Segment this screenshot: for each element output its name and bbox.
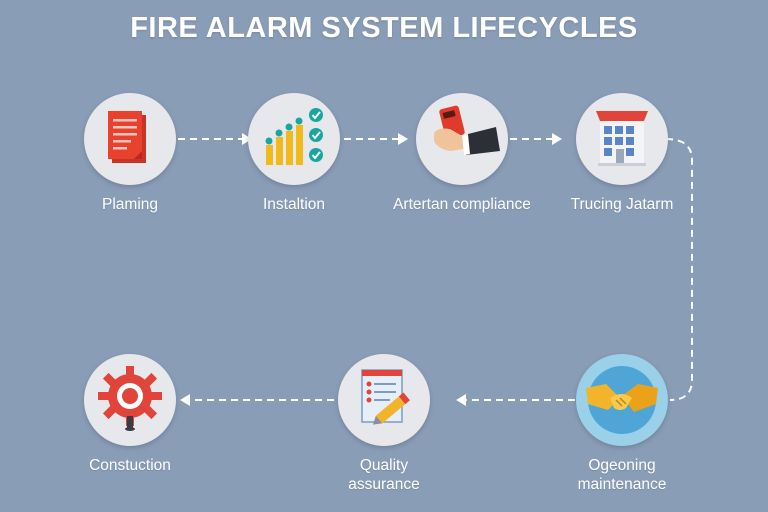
building-icon — [596, 111, 648, 166]
document-icon — [108, 111, 146, 163]
step-planning: Plaming — [40, 93, 220, 214]
step-installation-circle — [248, 93, 340, 185]
step-compliance: Artertan compliance — [372, 93, 552, 214]
arrow-head-5 — [180, 394, 190, 406]
step-compliance-circle — [416, 93, 508, 185]
step-installation: Instaltion — [204, 93, 384, 214]
step-installation-label: Instaltion — [262, 196, 326, 213]
gear-alarm-icon — [98, 366, 162, 431]
step-planning-circle — [84, 93, 176, 185]
step-construction-label: Constuction — [89, 457, 171, 474]
diagram-title: FIRE ALARM SYSTEM LIFECYCLES — [130, 12, 638, 44]
step-quality-assurance-label: Quality assurance — [348, 457, 420, 493]
step-building-circle — [576, 93, 668, 185]
step-building: Trucing Jatarm — [532, 93, 712, 214]
step-quality-assurance: Quality assurance — [294, 354, 474, 494]
step-construction-circle — [84, 354, 176, 446]
step-construction: Constuction — [40, 354, 220, 475]
arrow-head-2 — [398, 133, 408, 145]
step-building-label: Trucing Jatarm — [570, 196, 674, 213]
step-maintenance: Ogeoning maintenance — [532, 354, 712, 494]
step-quality-assurance-circle — [338, 354, 430, 446]
bar-chart-checklist-icon — [265, 108, 323, 165]
step-compliance-label: Artertan compliance — [393, 196, 531, 213]
hand-remote-icon — [434, 105, 500, 155]
connector-building-maintenance — [665, 138, 693, 401]
handshake-icon — [586, 366, 658, 434]
arrow-head-1 — [242, 133, 252, 145]
checklist-pencil-icon — [361, 369, 410, 425]
step-maintenance-circle — [576, 354, 668, 446]
step-planning-label: Plaming — [102, 196, 158, 213]
arrow-head-4 — [456, 394, 466, 406]
arrow-head-3 — [552, 133, 562, 145]
step-maintenance-label: Ogeoning maintenance — [577, 457, 667, 493]
